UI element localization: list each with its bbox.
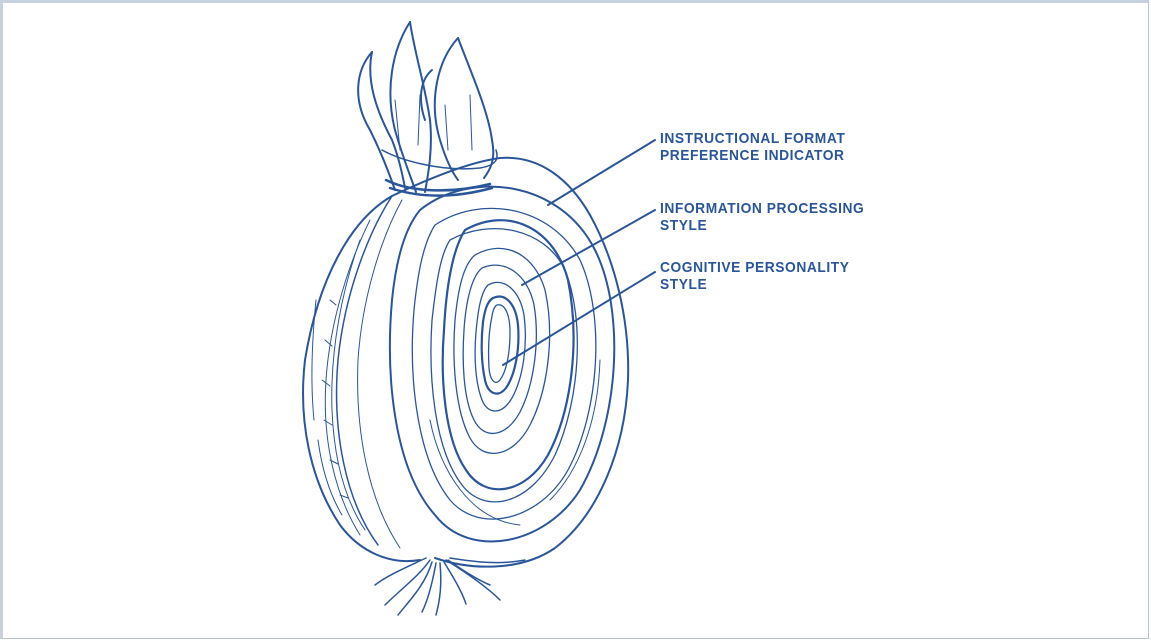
onion-skin bbox=[303, 158, 628, 567]
label-middle-line2: STYLE bbox=[660, 217, 864, 234]
label-instructional-format: INSTRUCTIONAL FORMAT PREFERENCE INDICATO… bbox=[660, 130, 845, 164]
onion-leaves bbox=[358, 22, 497, 196]
label-inner-line1: COGNITIVE PERSONALITY bbox=[660, 259, 849, 276]
onion-rings bbox=[390, 187, 614, 542]
leader-line-inner bbox=[503, 272, 655, 365]
label-outer-line2: PREFERENCE INDICATOR bbox=[660, 147, 845, 164]
label-cognitive-personality: COGNITIVE PERSONALITY STYLE bbox=[660, 259, 849, 293]
leader-line-outer bbox=[548, 140, 655, 205]
label-information-processing: INFORMATION PROCESSING STYLE bbox=[660, 200, 864, 234]
label-middle-line1: INFORMATION PROCESSING bbox=[660, 200, 864, 217]
label-inner-line2: STYLE bbox=[660, 276, 849, 293]
label-outer-line1: INSTRUCTIONAL FORMAT bbox=[660, 130, 845, 147]
